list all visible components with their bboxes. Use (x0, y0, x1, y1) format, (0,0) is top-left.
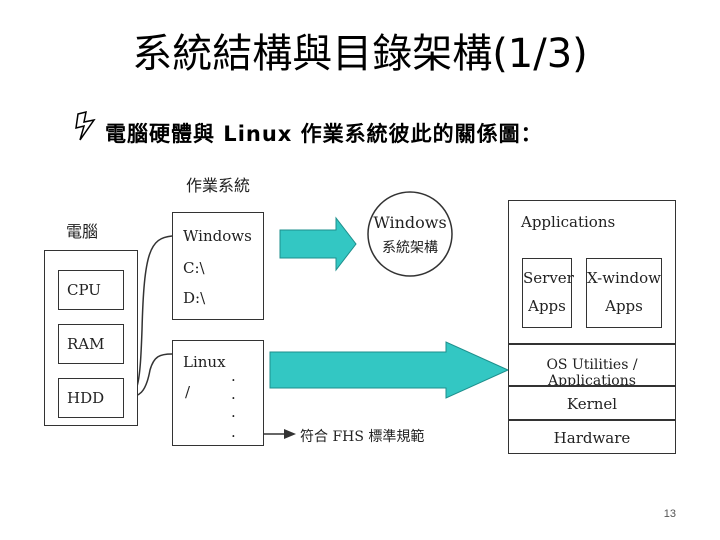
server-apps-box: Server Apps (522, 258, 574, 328)
windows-bubble-line2: 系統架構 (382, 240, 438, 256)
linux-dot-4: . (231, 423, 236, 441)
stack-applications-label: Applications (521, 213, 616, 231)
windows-bubble-line1: Windows (373, 213, 447, 232)
linux-root: / (185, 383, 191, 401)
linux-dot-2: . (231, 385, 236, 403)
xwindow-apps-box: X-window Apps (586, 258, 662, 328)
page-title: 系統結構與目錄架構(1/3) (132, 31, 588, 77)
page-number: 13 (663, 508, 676, 520)
stack-os-utilities-box: OS Utilities / Applications (508, 344, 676, 389)
xwindow-apps-line1: X-window (587, 269, 661, 287)
stack-hardware-box: Hardware (508, 420, 676, 454)
windows-drive-c: C:\ (183, 259, 205, 277)
diagram-subtitle: 電腦硬體與 Linux 作業系統彼此的關係圖： (105, 122, 543, 146)
windows-box: Windows C:\ D:\ (172, 212, 264, 320)
server-apps-line2: Apps (528, 297, 566, 315)
fhs-note: 符合 FHS 標準規範 (300, 429, 425, 445)
windows-drive-d: D:\ (183, 289, 206, 307)
fhs-arrow-head (284, 429, 296, 439)
linux-dot-1: . (231, 367, 236, 385)
cpu-label: CPU (67, 281, 101, 299)
lightning-icon (75, 110, 96, 141)
hdd-box: HDD (58, 378, 124, 418)
hdd-label: HDD (67, 389, 105, 407)
stack-kernel-label: Kernel (566, 395, 618, 413)
ram-label: RAM (67, 335, 105, 353)
os-label: 作業系統 (186, 176, 251, 195)
stack-kernel-box: Kernel (508, 386, 676, 420)
arrow-to-stack (269, 341, 510, 399)
cpu-box: CPU (58, 270, 124, 310)
windows-name: Windows (183, 227, 252, 245)
server-apps-line1: Server (523, 269, 574, 287)
ram-box: RAM (58, 324, 124, 364)
linux-dot-3: . (231, 403, 236, 421)
stack-os-utilities-label: OS Utilities / Applications (546, 357, 638, 389)
xwindow-apps-line2: Apps (605, 297, 643, 315)
stack-hardware-label: Hardware (553, 429, 631, 447)
linux-name: Linux (183, 353, 226, 371)
windows-bubble-circle (367, 191, 453, 277)
computer-label: 電腦 (66, 222, 99, 241)
linux-box: Linux / . . . . (172, 340, 264, 446)
arrow-to-windows (279, 216, 357, 272)
